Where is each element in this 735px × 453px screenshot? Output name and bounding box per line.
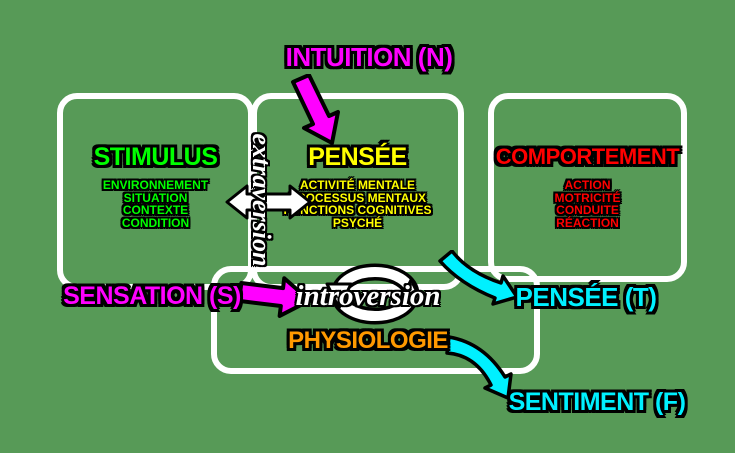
stimulus-item: CONDITION [121, 215, 190, 230]
comportement-item-list: ACTION MOTRICITÉ CONDUITE RÉACTION [494, 179, 681, 229]
physiologie-label: PHYSIOLOGIE [288, 327, 448, 354]
pensee-item: PROCESSUS MENTAUX [288, 190, 427, 205]
sentiment-f-label: SENTIMENT (F) [508, 388, 686, 416]
extraversion-label: extraversion [247, 133, 276, 267]
comportement-box: COMPORTEMENT ACTION MOTRICITÉ CONDUITE R… [488, 93, 687, 282]
pensee-t-arrow-icon [438, 250, 519, 306]
sensation-label: SENSATION (S) [63, 282, 241, 310]
comportement-item: ACTION [564, 178, 611, 192]
introversion-cycle-arrow-icon [325, 263, 425, 325]
stimulus-item-list: ENVIRONNEMENT SITUATION CONTEXTE CONDITI… [63, 179, 248, 229]
sentiment-f-arrow-icon [445, 335, 513, 400]
comportement-item: RÉACTION [556, 215, 619, 230]
comportement-item: MOTRICITÉ [554, 190, 621, 205]
comportement-item: CONDUITE [556, 203, 619, 217]
sensation-arrow-icon [238, 276, 312, 318]
intuition-arrow-icon [291, 74, 340, 145]
pensee-item: ACTIVITÉ MENTALE [299, 178, 416, 192]
pensee-item-list: ACTIVITÉ MENTALE PROCESSUS MENTAUX FONCT… [257, 179, 458, 229]
pensee-t-label: PENSÉE (T) [515, 282, 657, 312]
stimulus-item: CONTEXTE [122, 203, 189, 217]
stimulus-item: SITUATION [123, 190, 188, 205]
pensee-title: PENSÉE [308, 143, 407, 171]
stimulus-item: ENVIRONNEMENT [102, 178, 209, 192]
pensee-item: PSYCHÉ [332, 215, 383, 230]
pensee-box: PENSÉE ACTIVITÉ MENTALE PROCESSUS MENTAU… [251, 93, 464, 290]
extraversion-double-arrow-icon [225, 184, 312, 220]
pensee-item: FONCTIONS COGNITIVES [283, 203, 432, 217]
intuition-label: INTUITION (N) [285, 42, 453, 72]
introversion-label: introversion [295, 280, 441, 312]
stimulus-title: STIMULUS [93, 143, 218, 171]
comportement-title: COMPORTEMENT [495, 144, 680, 169]
